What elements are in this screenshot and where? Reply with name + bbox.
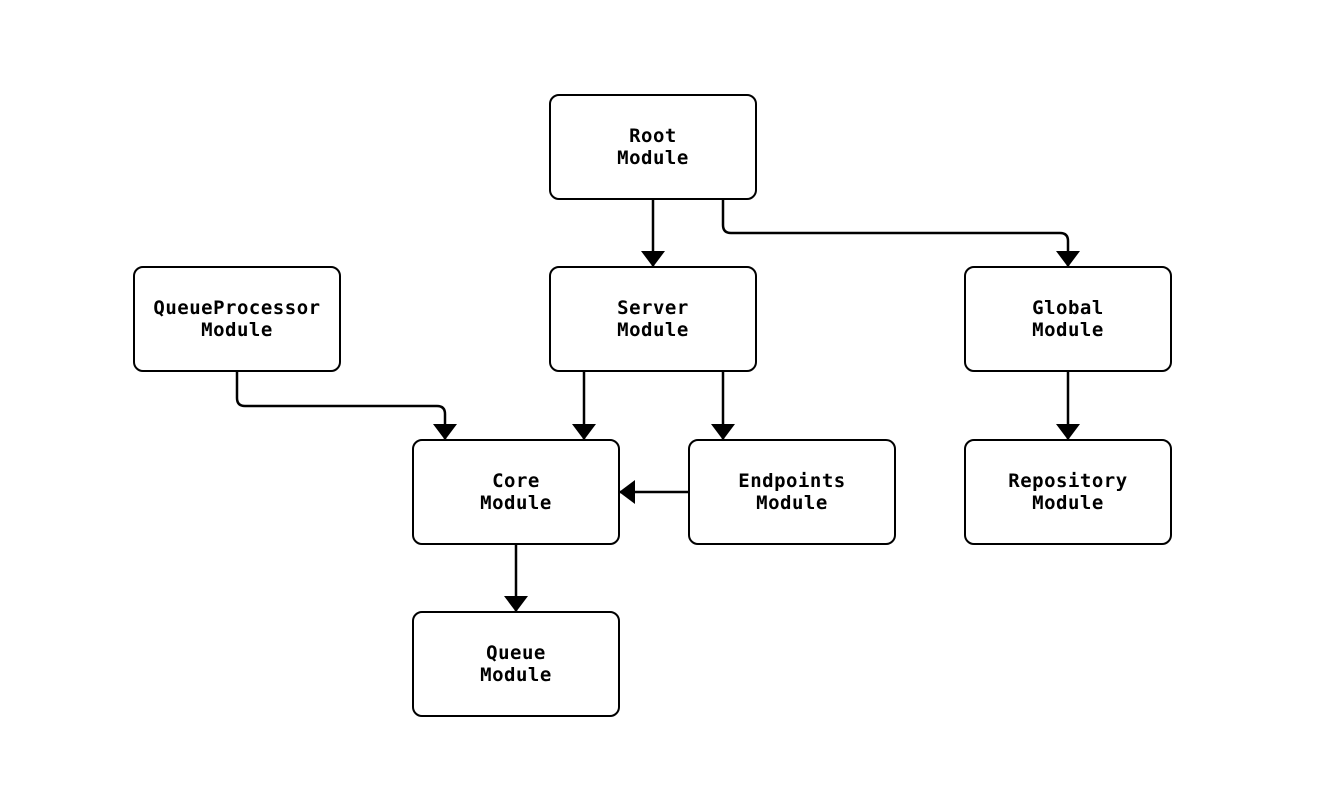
node-global-label-line-1: Global [1032,297,1104,319]
edge-root-to-global [721,200,1080,267]
node-endpoints-label-line-2: Module [756,492,828,514]
node-repository-label-line-1: Repository [1008,470,1128,492]
node-root-label-line-2: Module [617,147,689,169]
node-queueprocessor-label-line-1: QueueProcessor [153,297,321,319]
node-server-label-line-2: Module [617,319,689,341]
node-global-label-line-2: Module [1032,319,1104,341]
node-server-label-line-1: Server [617,297,689,319]
node-root-label-line-1: Root [629,125,677,147]
node-queue-label-line-1: Queue [486,642,546,664]
node-core-label-line-1: Core [492,470,540,492]
node-core-label-line-2: Module [480,492,552,514]
node-queue-label-line-2: Module [480,664,552,686]
edge-queueprocessor-to-core [235,372,457,440]
node-repository-label-line-2: Module [1032,492,1104,514]
node-endpoints-label-line-1: Endpoints [738,470,846,492]
node-queueprocessor-label-line-2: Module [201,319,273,341]
